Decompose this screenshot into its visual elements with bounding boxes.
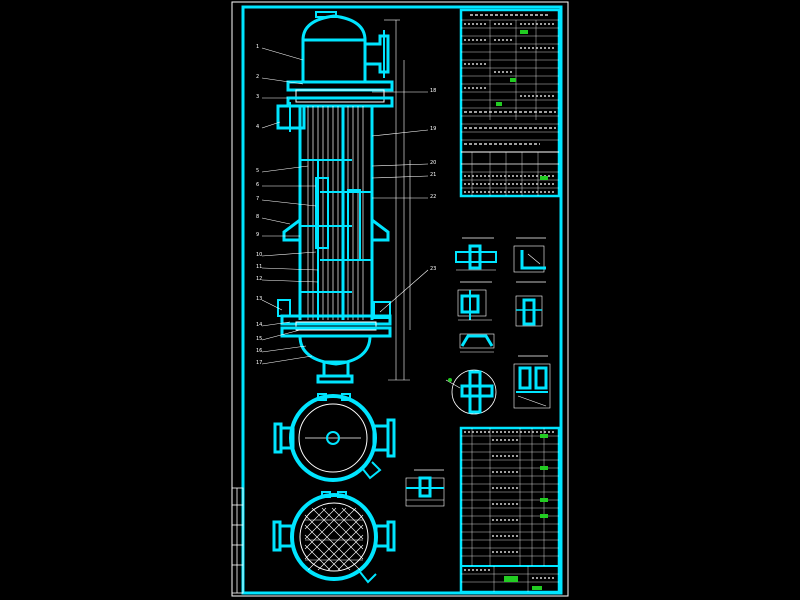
detail-5: [459, 333, 495, 353]
heat-exchanger-elevation: [276, 11, 394, 384]
detail-8: [405, 469, 445, 507]
detail-6: [513, 355, 551, 409]
callout-label: 22: [430, 194, 436, 200]
parts-list-and-title-block: [459, 426, 561, 594]
section-view-top: [273, 393, 396, 482]
callout-label: 15: [256, 336, 262, 342]
callout-label: 3: [256, 94, 259, 100]
callout-label: 12: [256, 276, 262, 282]
callout-label: 6: [256, 182, 259, 188]
callout-label: 9: [256, 232, 259, 238]
detail-4: [515, 281, 546, 327]
sheet-frame: [231, 1, 569, 597]
callout-leaders-left: [261, 47, 319, 365]
callout-label: 18: [430, 88, 436, 94]
dimension-lines-right: [371, 19, 429, 381]
technical-data-table: [459, 8, 561, 198]
callout-label: 19: [430, 126, 436, 132]
callout-label: 11: [256, 264, 262, 270]
callout-label: 14: [256, 322, 262, 328]
section-view-bottom: [272, 491, 396, 584]
callout-label: 5: [256, 168, 259, 174]
binding-strip: [231, 487, 244, 594]
detail-7: [445, 369, 497, 415]
callout-label: 16: [256, 348, 262, 354]
detail-views: [405, 237, 551, 507]
callout-label: 8: [256, 214, 259, 220]
callout-label: 21: [430, 172, 436, 178]
callout-numbers: 1 2 3 4 5 6 7 8 9 10 11 12 13 14 15 16 1…: [256, 44, 436, 366]
callout-label: 1: [256, 44, 259, 50]
detail-2: [513, 237, 546, 273]
detail-3: [457, 281, 492, 321]
callout-label: 10: [256, 252, 262, 258]
callout-label: 23: [430, 266, 436, 272]
callout-label: 7: [256, 196, 259, 202]
callout-label: 13: [256, 296, 262, 302]
callout-label: 2: [256, 74, 259, 80]
callout-label: 17: [256, 360, 262, 366]
callout-label: 4: [256, 124, 259, 130]
detail-1: [455, 237, 497, 271]
callout-label: 20: [430, 160, 436, 166]
